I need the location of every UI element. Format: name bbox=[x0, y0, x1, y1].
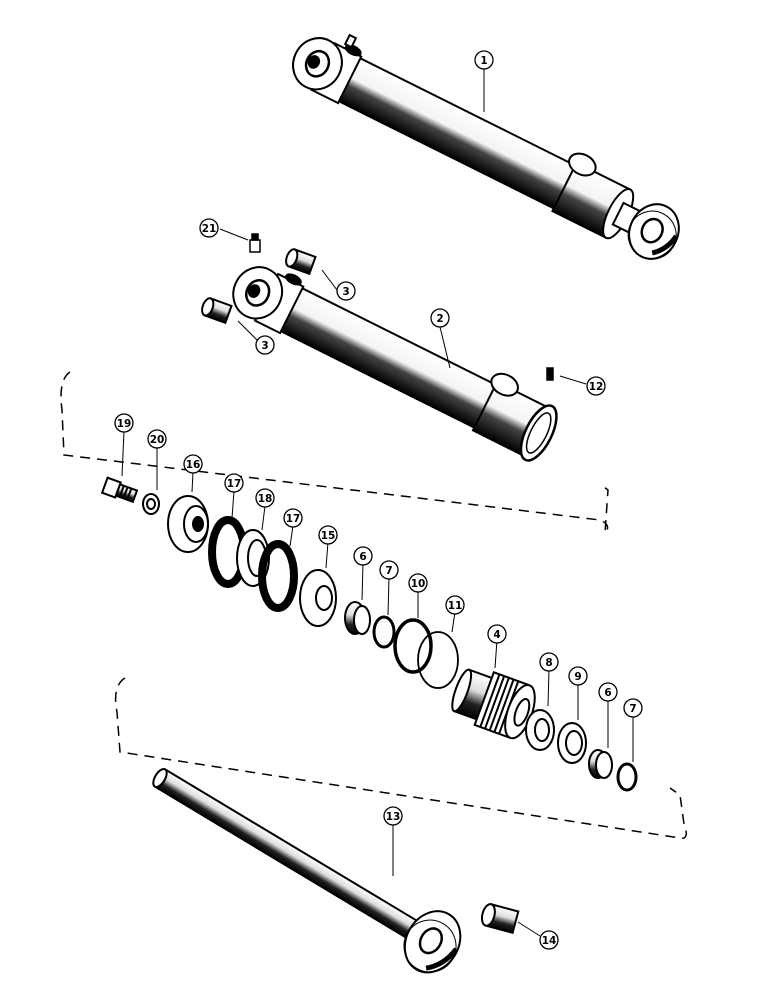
callout-6-upper: 6 bbox=[353, 546, 373, 566]
svg-text:17: 17 bbox=[227, 478, 242, 490]
svg-text:21: 21 bbox=[202, 223, 217, 235]
callout-12: 12 bbox=[586, 376, 606, 396]
callout-1: 1 bbox=[474, 50, 494, 70]
o-ring-lower bbox=[616, 762, 638, 792]
bolt bbox=[100, 476, 139, 504]
svg-text:8: 8 bbox=[545, 657, 552, 669]
washer-small bbox=[142, 493, 160, 515]
callout-21: 21 bbox=[199, 218, 219, 238]
svg-text:18: 18 bbox=[258, 493, 273, 505]
assembled-cylinder bbox=[292, 33, 680, 260]
seal-ring-thin bbox=[417, 631, 459, 689]
callout-20: 20 bbox=[147, 429, 167, 449]
callout-2: 2 bbox=[430, 308, 450, 328]
svg-text:16: 16 bbox=[186, 459, 201, 471]
svg-text:7: 7 bbox=[385, 565, 392, 577]
svg-text:14: 14 bbox=[542, 935, 557, 947]
callout-17-right: 17 bbox=[283, 508, 303, 528]
svg-text:6: 6 bbox=[359, 551, 366, 563]
svg-text:2: 2 bbox=[436, 313, 443, 325]
svg-text:3: 3 bbox=[261, 340, 268, 352]
wiper-washer bbox=[525, 709, 555, 751]
callouts: 1 2 3 3 4 6 6 7 7 8 9 10 11 12 13 14 15 … bbox=[114, 50, 643, 950]
svg-text:9: 9 bbox=[574, 671, 581, 683]
svg-text:10: 10 bbox=[411, 578, 426, 590]
svg-text:6: 6 bbox=[604, 687, 611, 699]
o-ring bbox=[372, 615, 396, 649]
piston-cap bbox=[167, 495, 209, 553]
callout-7-lower: 7 bbox=[623, 698, 643, 718]
svg-text:7: 7 bbox=[629, 703, 636, 715]
callout-17-left: 17 bbox=[224, 473, 244, 493]
svg-text:20: 20 bbox=[150, 434, 165, 446]
callout-15: 15 bbox=[318, 525, 338, 545]
leader-lines bbox=[121, 69, 634, 937]
rod-bushing bbox=[480, 903, 520, 934]
svg-text:15: 15 bbox=[321, 530, 336, 542]
callout-13: 13 bbox=[383, 806, 403, 826]
callout-11: 11 bbox=[445, 595, 465, 615]
svg-text:17: 17 bbox=[286, 513, 301, 525]
spacer-washer bbox=[557, 722, 587, 764]
callout-6-lower: 6 bbox=[598, 682, 618, 702]
callout-8: 8 bbox=[539, 652, 559, 672]
callout-7-upper: 7 bbox=[379, 560, 399, 580]
callout-14: 14 bbox=[539, 930, 559, 950]
callout-4: 4 bbox=[487, 624, 507, 644]
svg-text:12: 12 bbox=[589, 381, 604, 393]
wear-bushing bbox=[344, 601, 371, 635]
callout-10: 10 bbox=[408, 573, 428, 593]
piston-disc bbox=[299, 569, 337, 627]
piston-rod bbox=[152, 768, 462, 974]
svg-text:13: 13 bbox=[386, 811, 401, 823]
callout-18: 18 bbox=[255, 488, 275, 508]
svg-text:11: 11 bbox=[448, 600, 463, 612]
bushing-upper bbox=[285, 248, 317, 276]
callout-3-upper: 3 bbox=[336, 281, 356, 301]
svg-text:4: 4 bbox=[493, 629, 500, 641]
grease-fitting bbox=[249, 233, 261, 253]
set-screw bbox=[546, 367, 554, 381]
callout-3-lower: 3 bbox=[255, 335, 275, 355]
svg-text:19: 19 bbox=[117, 418, 132, 430]
wear-bushing-lower bbox=[588, 749, 613, 779]
svg-text:1: 1 bbox=[480, 55, 487, 67]
callout-16: 16 bbox=[183, 454, 203, 474]
callout-9: 9 bbox=[568, 666, 588, 686]
bushing-lower bbox=[201, 297, 233, 325]
seal-ring-right bbox=[258, 540, 298, 612]
callout-19: 19 bbox=[114, 413, 134, 433]
backup-ring bbox=[393, 618, 433, 674]
svg-text:3: 3 bbox=[342, 286, 349, 298]
cylinder-barrel bbox=[232, 266, 558, 462]
